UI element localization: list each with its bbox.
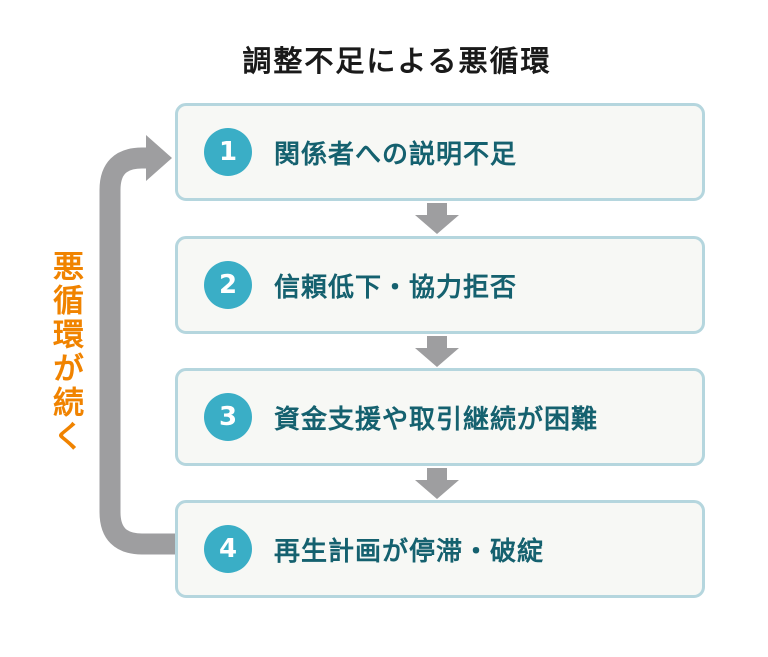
step-label: 信頼低下・協力拒否 [274,272,518,303]
step-number-badge: 1 [204,128,252,176]
cycle-step-4: 4 再生計画が停滞・破綻 [175,500,705,598]
loop-back-arrow-icon [99,135,178,555]
step-number-badge: 3 [204,393,252,441]
step-label: 資金支援や取引継続が困難 [274,404,599,435]
step-label: 再生計画が停滞・破綻 [274,536,545,567]
step-number-badge: 4 [204,525,252,573]
side-label-vertical: 悪循環が続く [47,250,83,454]
cycle-step-2: 2 信頼低下・協力拒否 [175,236,705,334]
step-number-badge: 2 [204,261,252,309]
down-arrow-icon [415,203,459,234]
down-arrow-icon [415,336,459,367]
diagram-title: 調整不足による悪循環 [242,44,552,78]
cycle-step-1: 1 関係者への説明不足 [175,103,705,201]
down-arrow-icon [415,468,459,499]
step-label: 関係者への説明不足 [274,139,518,170]
cycle-step-3: 3 資金支援や取引継続が困難 [175,368,705,466]
